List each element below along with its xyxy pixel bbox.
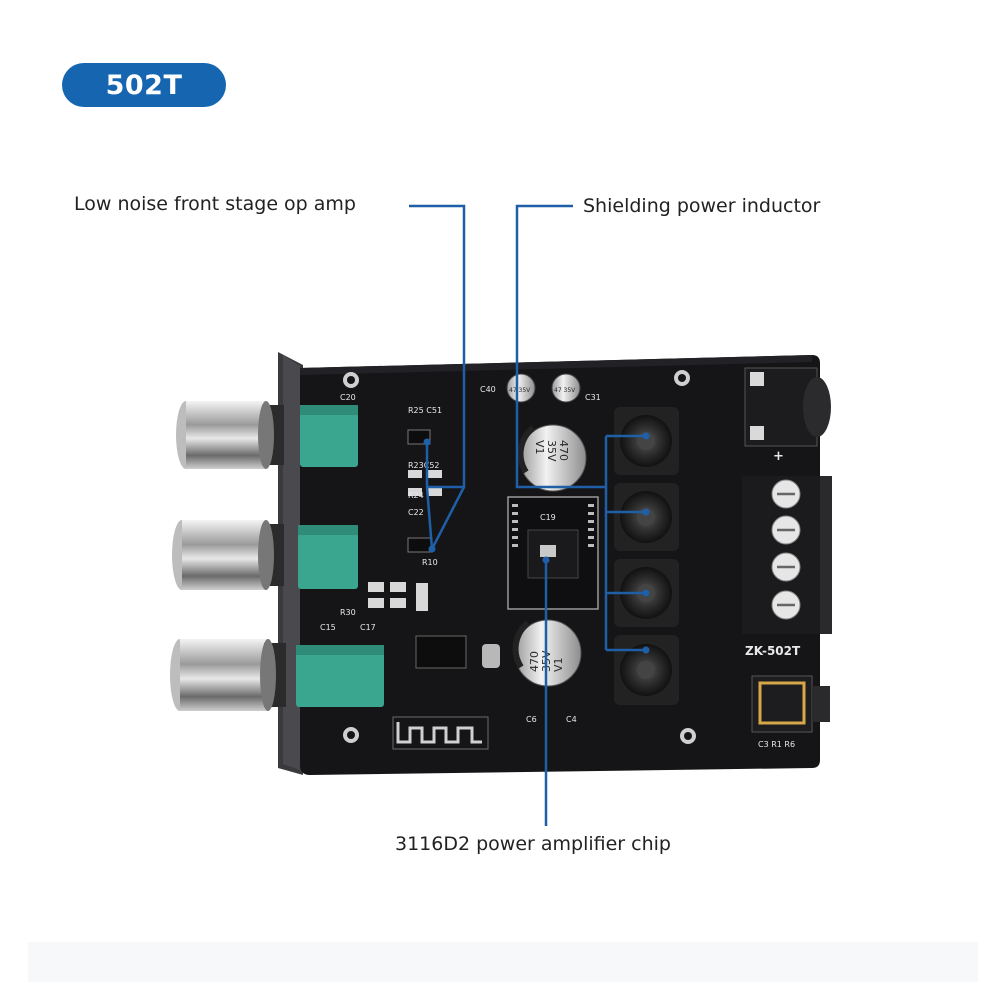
knob-top <box>176 401 284 469</box>
dc-power-jack <box>744 367 831 447</box>
inductor-2 <box>614 483 679 551</box>
smd-components <box>368 429 500 669</box>
callout-op-amp: Low noise front stage op amp <box>74 193 356 215</box>
silkscreen-text: ZK-502T + R25 C51 R23C52 R24 C22 R10 C20… <box>320 385 801 749</box>
silk-c6: C6 <box>526 715 537 724</box>
silk-c40: C40 <box>480 385 496 394</box>
knob-middle <box>172 520 284 590</box>
inductor-1 <box>614 407 679 475</box>
silk-c15: C15 <box>320 623 336 632</box>
amplifier-chip <box>507 496 599 610</box>
audio-input-jack <box>751 675 830 733</box>
speaker-terminal-block <box>742 476 832 634</box>
callout-inductor: Shielding power inductor <box>583 195 821 217</box>
plus-mark: + <box>773 449 784 464</box>
cap-top-value: 470 <box>557 440 570 461</box>
silk-c20: C20 <box>340 393 356 402</box>
silk-c31: C31 <box>585 393 601 402</box>
small-capacitors <box>506 373 581 403</box>
cap-bottom-value: 470 <box>528 651 541 672</box>
silk-r24: R24 <box>408 491 424 500</box>
volume-knobs <box>170 401 286 711</box>
silk-r30: R30 <box>340 608 356 617</box>
antenna-trace <box>396 722 482 744</box>
capacitor-top <box>517 424 587 492</box>
silk-c22: C22 <box>408 508 424 517</box>
leader-inductor <box>515 204 606 489</box>
cap-top-voltage: 35V <box>545 440 558 462</box>
model-badge: 502T <box>62 63 226 107</box>
small-cap-right-label: 47 35V <box>554 387 576 394</box>
leader-op-amp <box>409 204 466 489</box>
silk-c19: C19 <box>540 513 556 522</box>
cap-top-tag: V1 <box>533 440 546 455</box>
board-model-label: ZK-502T <box>745 644 801 658</box>
silk-c17: C17 <box>360 623 376 632</box>
inductor-4 <box>614 635 679 705</box>
footer-band <box>28 942 978 982</box>
leader-lines <box>409 204 646 826</box>
knob-bottom <box>170 639 286 711</box>
small-cap-left-label: 47 35V <box>509 387 531 394</box>
cap-bottom-tag: V1 <box>552 657 565 672</box>
potentiometers <box>296 405 384 707</box>
silk-r10: R10 <box>422 558 438 567</box>
silk-c4: C4 <box>566 715 577 724</box>
silk-r23: R23C52 <box>408 461 440 470</box>
capacitor-bottom <box>512 619 582 687</box>
callout-chip: 3116D2 power amplifier chip <box>395 833 671 855</box>
leader-dots <box>423 432 650 654</box>
silk-c3-r1-r6: C3 R1 R6 <box>758 740 795 749</box>
silk-r25: R25 C51 <box>408 406 442 415</box>
